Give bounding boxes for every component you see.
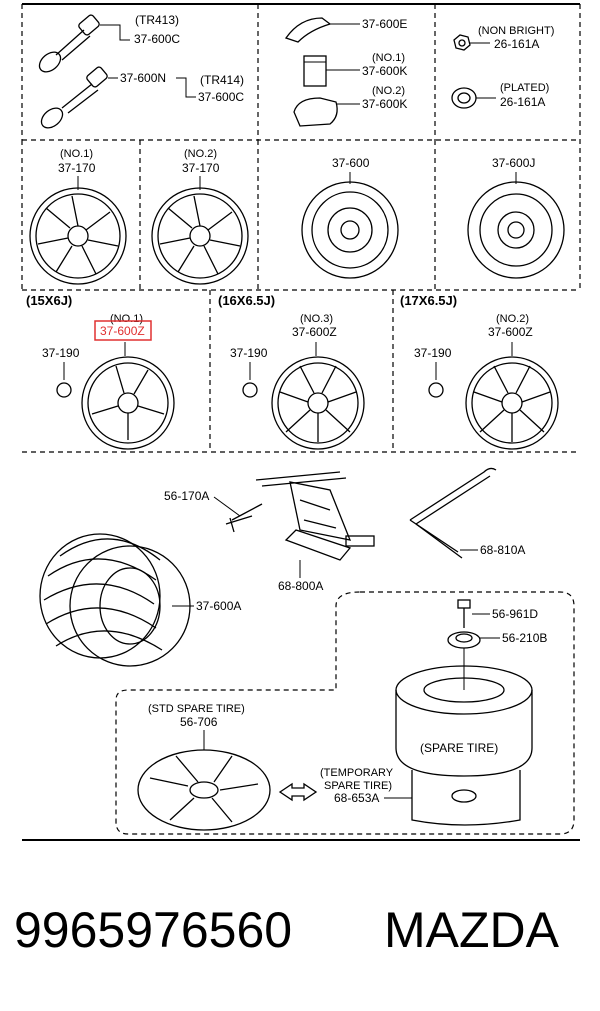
spare-group-border (115, 591, 575, 835)
brand-name: MAZDA (384, 902, 559, 958)
label-37600Z-b: 37-600Z (292, 325, 337, 339)
balance-weight-37600E (284, 17, 360, 43)
alloy-wheel-16 (271, 356, 365, 450)
part-number: 9965976560 (14, 902, 293, 958)
valve-stem-tr414 (40, 66, 108, 129)
wheel-cover-no2 (151, 176, 249, 285)
diagram-grid (21, 3, 581, 841)
label-tr414: (TR414) (200, 73, 244, 87)
wheel-cover-no1 (29, 176, 127, 285)
label-tr413: (TR413) (135, 13, 179, 27)
lug-nut-non-bright (453, 34, 490, 51)
label-size-15: (15X6J) (26, 293, 72, 308)
label-37600E: 37-600E (362, 17, 407, 31)
alloy-wheel-15 (81, 356, 175, 450)
label-68810A: 68-810A (480, 543, 525, 557)
bolt-56961D (457, 599, 471, 628)
lug-wrench-68810A (409, 467, 497, 559)
wing-nut-56210B (447, 631, 481, 649)
valve-stem-tr413 (38, 14, 100, 73)
highlight-box-37600Z (94, 320, 152, 341)
label-plated: (PLATED) (500, 82, 549, 94)
label-37600C-a: 37-600C (134, 32, 180, 46)
label-56961D: 56-961D (492, 607, 538, 621)
label-no2-k: (NO.2) (372, 85, 405, 97)
parts-diagram: (TR413) 37-600C 37-600N (TR414) 37-600C … (21, 3, 581, 841)
label-37190-a: 37-190 (42, 346, 80, 360)
label-spare-tire: (SPARE TIRE) (420, 741, 498, 755)
label-56170A: 56-170A (164, 489, 209, 503)
label-37600K-b: 37-600K (362, 97, 407, 111)
alloy-wheel-17 (465, 356, 559, 450)
spare-tire-tray-56706 (137, 749, 271, 831)
label-37600K-a: 37-600K (362, 64, 407, 78)
interchange-arrow-icon (278, 782, 318, 802)
label-26161A-b: 26-161A (500, 95, 545, 109)
spare-wheel-37600J (467, 172, 565, 279)
center-cap-17 (428, 382, 444, 398)
label-37190-b: 37-190 (230, 346, 268, 360)
label-no3-z: (NO.3) (300, 313, 333, 325)
label-no1-z: (NO.1) (110, 313, 143, 325)
leader-tr414 (176, 77, 196, 98)
label-no1-k: (NO.1) (372, 52, 405, 64)
label-no2-z: (NO.2) (496, 313, 529, 325)
spare-tire-assembly (395, 648, 533, 826)
footer: 9965976560 MAZDA (0, 895, 600, 975)
label-std-spare: (STD SPARE TIRE) (148, 703, 245, 715)
scissor-jack-68800A (255, 471, 375, 561)
center-cap-15 (56, 382, 72, 398)
label-56210B: 56-210B (502, 631, 547, 645)
label-37600J: 37-600J (492, 156, 535, 170)
label-26161A-a: 26-161A (494, 37, 539, 51)
steel-wheel-37600 (301, 172, 399, 279)
label-37600: 37-600 (332, 156, 370, 170)
label-no1-w: (NO.1) (60, 148, 93, 160)
label-temp-spare-1: (TEMPORARY (320, 767, 394, 779)
label-37600Z-a: 37-600Z (100, 324, 145, 338)
balance-weight-no2 (293, 97, 360, 127)
jack-handle-56170A (225, 503, 263, 533)
label-68653A: 68-653A (334, 791, 379, 805)
tire-37600A (39, 533, 191, 667)
label-37600Z-c: 37-600Z (488, 325, 533, 339)
label-size-17: (17X6.5J) (400, 293, 457, 308)
label-non-bright: (NON BRIGHT) (478, 25, 554, 37)
label-37170-b: 37-170 (182, 161, 220, 175)
label-37600N: 37-600N (120, 71, 166, 85)
label-37190-c: 37-190 (414, 346, 452, 360)
label-37170-a: 37-170 (58, 161, 96, 175)
label-56706: 56-706 (180, 715, 218, 729)
label-no2-w: (NO.2) (184, 148, 217, 160)
label-68800A: 68-800A (278, 579, 323, 593)
leader-tr413 (100, 24, 130, 41)
center-cap-16 (242, 382, 258, 398)
label-37600C-b: 37-600C (198, 90, 244, 104)
label-temp-spare-2: SPARE TIRE) (324, 780, 392, 792)
lug-nut-plated (451, 87, 496, 109)
label-size-16: (16X6.5J) (218, 293, 275, 308)
balance-weight-no1 (303, 55, 360, 87)
label-37600A: 37-600A (196, 599, 241, 613)
